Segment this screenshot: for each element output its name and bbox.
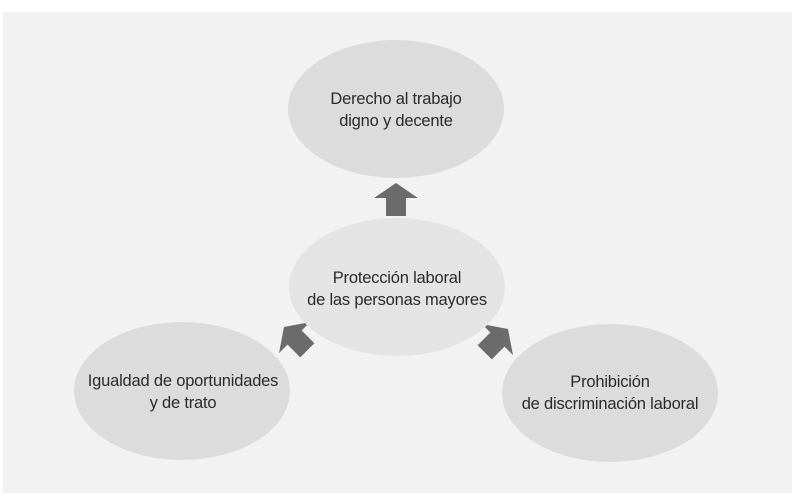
node-top-shape: [288, 40, 504, 178]
node-center-shape: [289, 218, 505, 356]
node-top-line1: Derecho al trabajo: [330, 90, 462, 108]
node-left-line2: y de trato: [149, 394, 217, 412]
node-center-line2: de las personas mayores: [307, 291, 487, 309]
arrow-to-left: [279, 322, 315, 358]
arrow-to-right: [477, 324, 513, 360]
node-top-line2: digno y decente: [339, 112, 453, 130]
node-left-label: Igualdad de oportunidades y de trato: [74, 370, 292, 414]
node-right-label: Prohibición de discriminación laboral: [502, 371, 718, 415]
node-right-line2: de discriminación laboral: [521, 395, 699, 413]
node-left-line1: Igualdad de oportunidades: [87, 372, 279, 390]
node-right-shape: [502, 324, 718, 462]
arrow-to-top: [374, 183, 418, 216]
node-center-label: Protección laboral de las personas mayor…: [291, 267, 503, 311]
node-right-line1: Prohibición: [570, 373, 650, 391]
node-left-shape: [74, 322, 290, 460]
node-center-line1: Protección laboral: [332, 269, 462, 287]
node-top-label: Derecho al trabajo digno y decente: [291, 88, 501, 132]
